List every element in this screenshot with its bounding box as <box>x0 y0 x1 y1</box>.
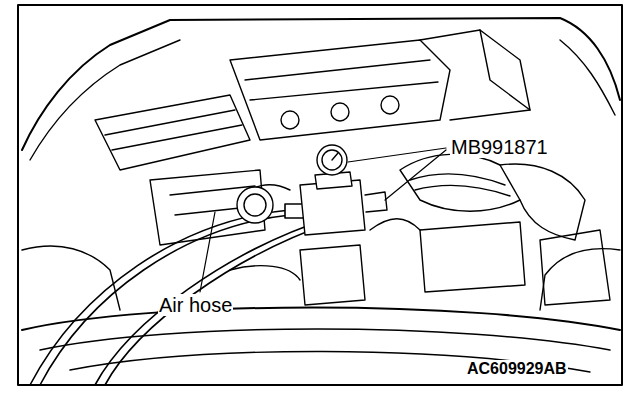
pressure-tester-mb991871 <box>237 145 387 235</box>
engine <box>95 30 610 305</box>
figure-code: AC609929AB <box>466 360 568 378</box>
body-outline <box>22 18 620 372</box>
air-hose <box>30 204 340 385</box>
leader-lines <box>200 148 446 292</box>
part-label: Air hose <box>158 294 233 316</box>
part-label: MB991871 <box>450 136 549 158</box>
figure-frame <box>18 5 622 385</box>
